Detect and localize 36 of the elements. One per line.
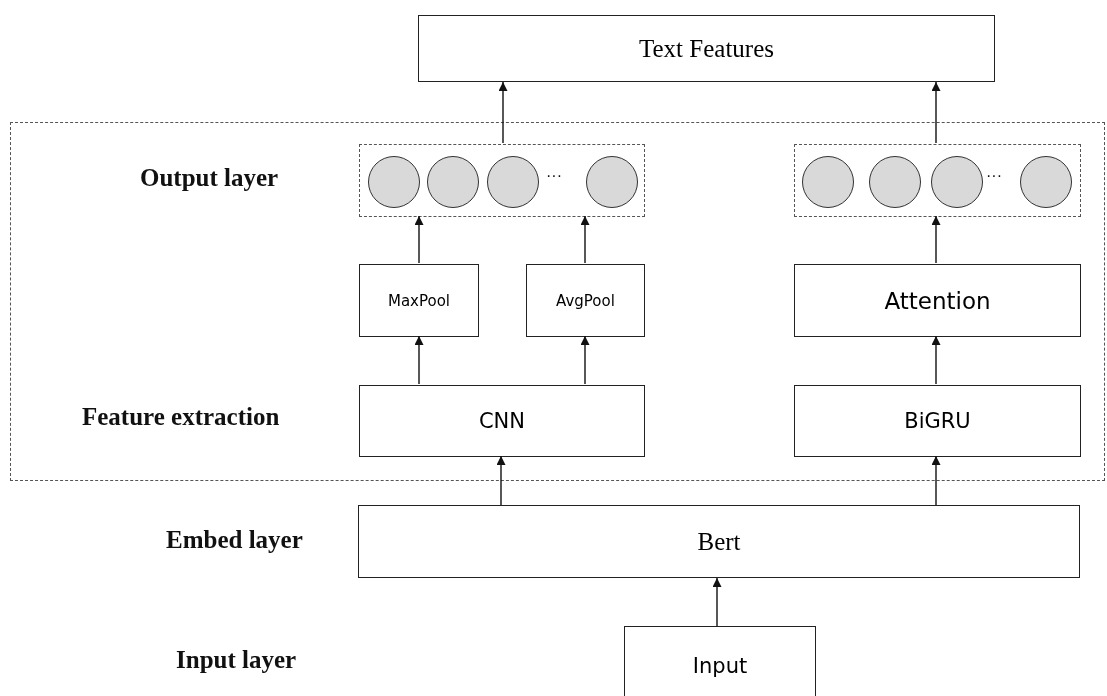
arrow (931, 335, 941, 385)
dashed-group-box (794, 144, 1081, 217)
arrow (580, 215, 590, 264)
dashed-group-box (359, 144, 645, 217)
layer-label: Feature extraction (82, 403, 280, 431)
ellipsis: ··· (546, 167, 562, 185)
layer-box: CNN (359, 385, 645, 457)
neuron-circle (802, 156, 854, 208)
neuron-circle (586, 156, 638, 208)
layer-box: Bert (358, 505, 1080, 578)
neuron-circle (487, 156, 539, 208)
layer-label: Output layer (140, 164, 279, 192)
arrow (414, 335, 424, 385)
layer-box: BiGRU (794, 385, 1081, 457)
arrow (580, 335, 590, 385)
neuron-circle (1020, 156, 1072, 208)
neuron-circle (427, 156, 479, 208)
layer-box: Attention (794, 264, 1081, 337)
neuron-circle (931, 156, 983, 208)
arrow (931, 215, 941, 264)
neuron-circle (368, 156, 420, 208)
layer-label: Embed layer (166, 526, 303, 554)
arrow (712, 577, 722, 627)
arrow (498, 81, 508, 144)
layer-box: MaxPool (359, 264, 479, 337)
layer-box: Text Features (418, 15, 995, 82)
layer-label: Input layer (176, 646, 297, 674)
layer-box: AvgPool (526, 264, 645, 337)
arrow (414, 215, 424, 264)
neuron-circle (869, 156, 921, 208)
arrow (496, 455, 506, 506)
ellipsis: ··· (986, 167, 1002, 185)
arrow (931, 455, 941, 506)
layer-box: Input (624, 626, 816, 696)
arrow (931, 81, 941, 144)
dashed-group-box (10, 122, 1105, 481)
